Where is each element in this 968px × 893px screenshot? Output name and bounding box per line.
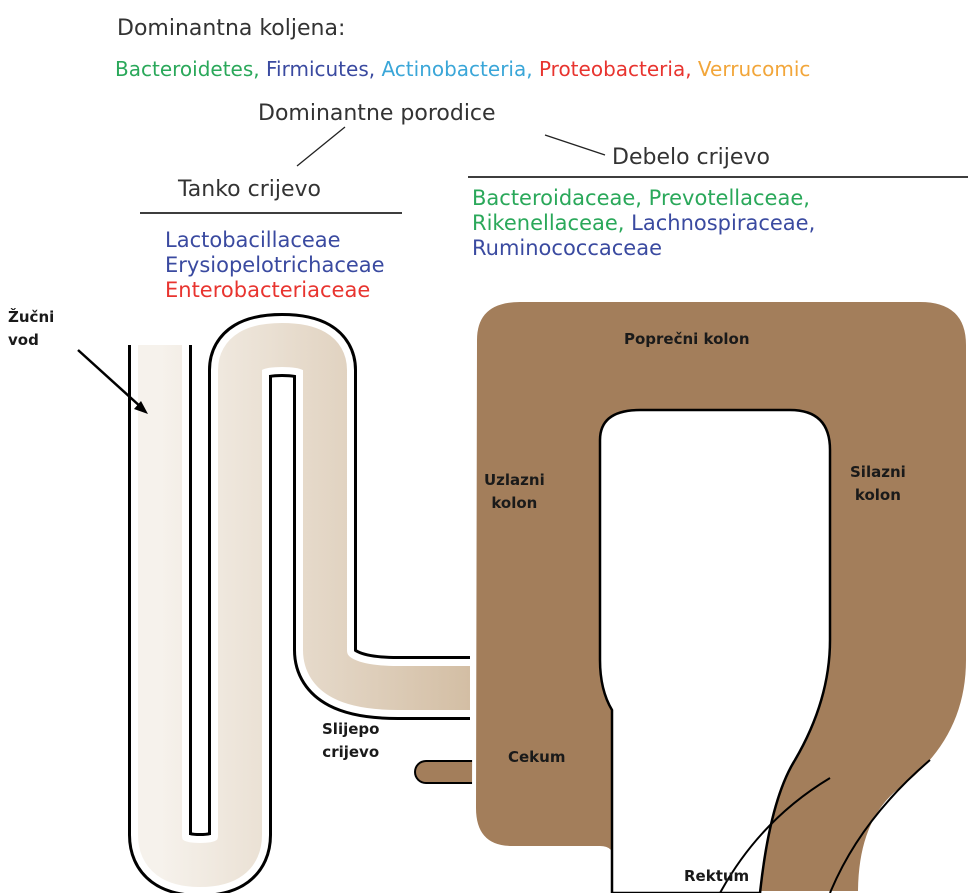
colon-shape xyxy=(474,300,968,893)
transverse-colon-label: Poprečni kolon xyxy=(624,328,750,351)
ascending-colon-label: Uzlazni kolon xyxy=(484,469,545,515)
leader-line-large-intestine xyxy=(545,135,605,155)
rectum-label: Rektum xyxy=(684,865,749,888)
appendix-label: Slijepo crijevo xyxy=(322,718,379,764)
bile-duct-label: Žučni vod xyxy=(8,306,54,352)
descending-colon-label: Silazni kolon xyxy=(850,461,906,507)
cecum-label: Cekum xyxy=(508,746,565,769)
leader-line-small-intestine xyxy=(297,127,345,166)
